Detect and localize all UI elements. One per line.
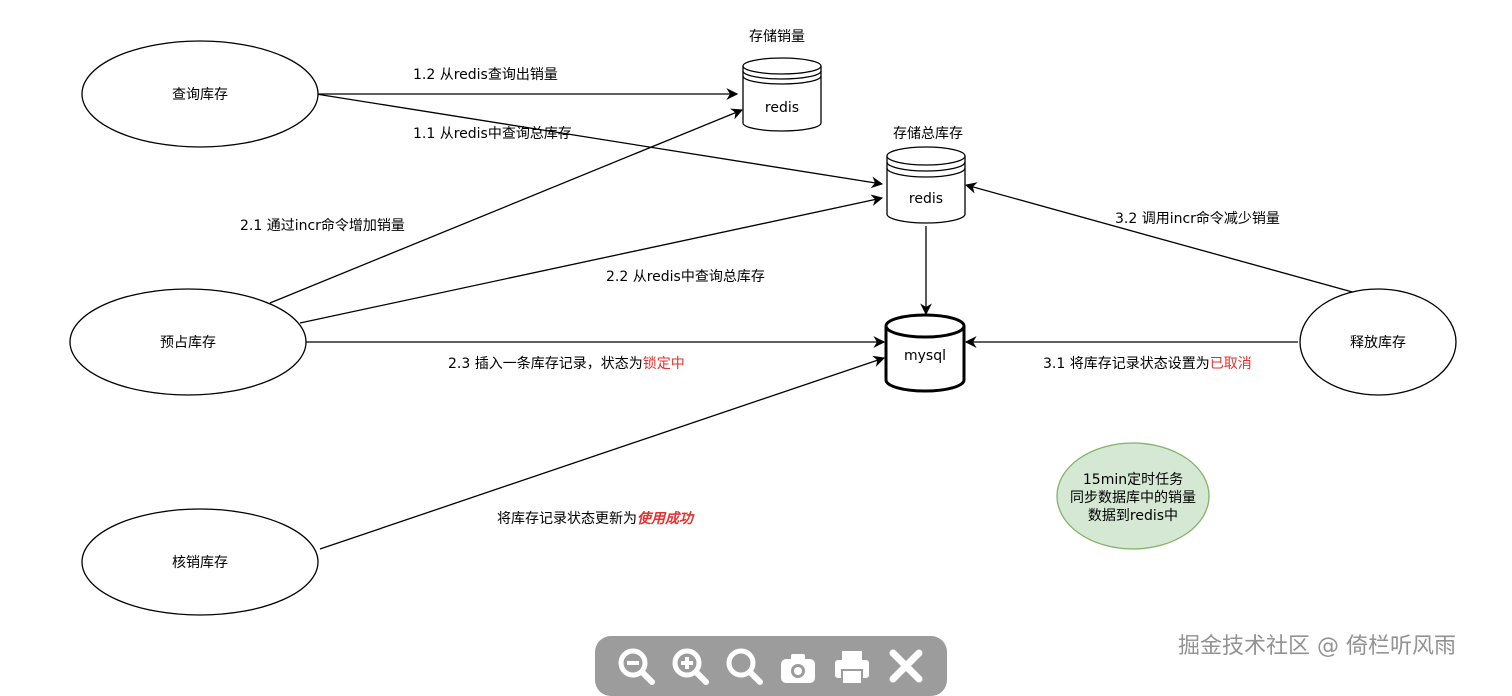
node-redeem-stock: 核销库存 [81,508,319,616]
edge-redeem-to-mysql [319,355,886,550]
zoom-in-button[interactable] [670,646,710,686]
edge-label-redeem-prefix: 将库存记录状态更新为 [497,511,637,527]
cron-task-node: 15min定时任务 同步数据库中的销量 数据到redis中 [1056,442,1210,550]
zoom-in-icon [672,648,709,685]
camera-icon [781,654,815,683]
redis-total-cylinder: redis [886,146,966,224]
search-button[interactable] [724,646,764,686]
node-redeem-stock-label: 核销库存 [172,555,228,571]
edge-label-2-2: 2.2 从redis中查询总库存 [606,269,765,285]
search-icon [726,648,763,685]
edge-release-to-redis-total [964,182,1357,294]
edge-label-2-3: 2.3 插入一条库存记录，状态为锁定中 [448,355,685,372]
redis-total-label: redis [909,191,943,207]
mysql-label: mysql [904,348,946,364]
edge-label-3-1-status: 已取消 [1210,356,1252,372]
edge-label-redeem-status: 使用成功 [637,510,695,527]
edge-label-1-1: 1.1 从redis中查询总库存 [413,126,572,142]
node-release-stock-label: 释放库存 [1350,335,1406,351]
edge-label-3-2: 3.2 调用incr命令减少销量 [1115,210,1280,227]
close-button[interactable] [886,646,926,686]
node-release-stock: 释放库存 [1299,288,1457,396]
edge-label-2-3-status: 锁定中 [643,356,685,372]
edge-label-redeem: 将库存记录状态更新为使用成功 [497,510,695,527]
redis-sales-cylinder: redis [742,57,822,132]
node-query-stock: 查询库存 [81,40,319,148]
mysql-cylinder: mysql [884,313,966,393]
cron-task-line-2: 同步数据库中的销量 [1070,490,1196,506]
print-button[interactable] [832,646,872,686]
screenshot-button[interactable] [778,646,818,686]
node-reserve-stock-label: 预占库存 [160,335,216,351]
viewer-toolbar [595,636,947,696]
edge-reserve-to-redis-total [299,194,884,324]
print-icon [835,651,869,685]
node-reserve-stock: 预占库存 [69,288,307,396]
node-query-stock-label: 查询库存 [172,87,228,103]
watermark: 掘金技术社区 @ 倚栏听风雨 [1178,634,1456,659]
zoom-out-button[interactable] [616,646,656,686]
cron-task-line-3: 数据到redis中 [1088,508,1178,524]
edge-label-1-2: 1.2 从redis查询出销量 [413,67,558,83]
redis-total-title: 存储总库存 [893,126,963,142]
redis-sales-label: redis [765,100,799,116]
close-icon [889,649,923,683]
edge-query-to-redis-total [315,93,884,189]
edge-label-2-1: 2.1 通过incr命令增加销量 [240,217,405,234]
cron-task-line-1: 15min定时任务 [1083,472,1183,488]
redis-sales-title: 存储销量 [749,29,805,45]
flow-diagram: 查询库存 预占库存 核销库存 释放库存 redis 存储销量 redis 存储总… [69,29,1457,616]
zoom-out-icon [618,648,655,685]
edge-reserve-to-redis-sales [269,108,744,304]
edge-label-3-1-prefix: 3.1 将库存记录状态设置为 [1043,356,1210,372]
edge-label-2-3-prefix: 2.3 插入一条库存记录，状态为 [448,355,643,372]
edge-label-3-1: 3.1 将库存记录状态设置为已取消 [1043,356,1252,372]
